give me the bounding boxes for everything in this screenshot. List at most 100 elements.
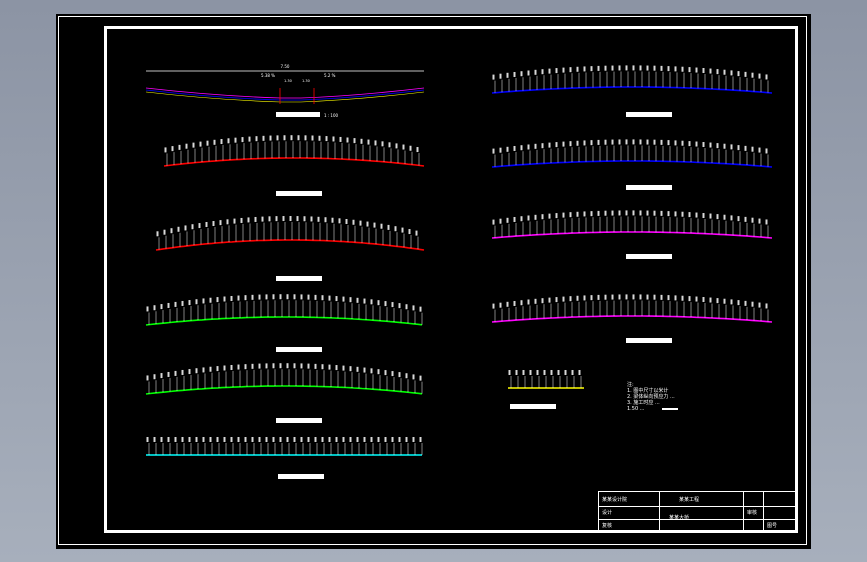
profile-caption-3 xyxy=(276,347,322,352)
profile-tick-label xyxy=(419,306,422,312)
profile-tick-label xyxy=(387,224,390,230)
tb-company: 某某设计院 xyxy=(602,497,628,503)
profile-tick-label xyxy=(660,65,663,71)
profile-tick-label xyxy=(529,370,532,375)
profile-tick-label xyxy=(331,217,334,223)
profile-tick-label xyxy=(185,143,188,149)
notes-block: 注: 1. 图中尺寸以米计 2. 梁体纵向预应力 ... 3. 施工时应 ...… xyxy=(627,382,675,412)
profile-tick-label xyxy=(541,214,544,220)
profile-tick-label xyxy=(571,370,574,375)
profile-tick-label xyxy=(373,222,376,228)
profile-tick-label xyxy=(216,366,219,372)
profile-tick-label xyxy=(681,211,684,217)
profile-tick-label xyxy=(527,144,530,150)
profile-tick-label xyxy=(324,217,327,223)
profile-tick-label xyxy=(527,215,530,221)
profile-tick-label xyxy=(367,139,370,145)
profile-tick-label xyxy=(153,437,156,442)
profile-tick-label xyxy=(269,135,272,141)
profile-tick-label xyxy=(283,135,286,141)
profile-tick-label xyxy=(356,297,359,303)
profile-tick-label xyxy=(325,136,328,142)
profile-tick-label xyxy=(506,146,509,152)
profile-tick-label xyxy=(562,296,565,302)
profile-tick-label xyxy=(209,437,212,442)
profile-tick-label xyxy=(409,145,412,151)
profile-tick-label xyxy=(639,65,642,71)
profile-tick-label xyxy=(751,301,754,307)
profile-tick-label xyxy=(419,437,422,442)
profile-tick-label xyxy=(534,69,537,75)
profile-tick-label xyxy=(667,66,670,72)
profile-tick-label xyxy=(716,143,719,149)
profile-tick-label xyxy=(548,213,551,219)
profile-tick-label xyxy=(342,296,345,302)
profile-tick-label xyxy=(737,145,740,151)
profile-tick-label xyxy=(335,437,338,442)
profile-tick-label xyxy=(625,65,628,71)
profile-tick-label xyxy=(569,141,572,147)
profile-tick-label xyxy=(237,295,240,301)
profile-tick-label xyxy=(709,142,712,148)
profile-tick-label xyxy=(289,216,292,222)
profile-tick-label xyxy=(758,73,761,79)
profile-tick-label xyxy=(632,139,635,145)
profile-tick-label xyxy=(730,144,733,150)
profile-tick-label xyxy=(181,369,184,375)
profile-tick-label xyxy=(160,437,163,442)
profile-tick-label xyxy=(384,437,387,442)
profile-tick-label xyxy=(307,294,310,300)
profile-tick-label xyxy=(195,368,198,374)
profile-tick-label xyxy=(550,370,553,375)
profile-tick-label xyxy=(520,216,523,222)
profile-tick-label xyxy=(751,72,754,78)
profile-tick-label xyxy=(366,221,369,227)
profile-tick-label xyxy=(590,211,593,217)
note-mark xyxy=(662,408,678,410)
profile-tick-label xyxy=(611,65,614,71)
profile-tick-label xyxy=(590,66,593,72)
section-caption-scale: 1 : 100 xyxy=(324,113,339,118)
profile-tick-label xyxy=(499,218,502,224)
profile-tick-label xyxy=(578,370,581,375)
profile-tick-label xyxy=(709,213,712,219)
profile-tick-label xyxy=(653,294,656,300)
profile-tick-label xyxy=(328,364,331,370)
profile-tick-label xyxy=(611,294,614,300)
profile-tick-label xyxy=(317,216,320,222)
profile-tick-label xyxy=(370,299,373,305)
profile-tick-label xyxy=(557,370,560,375)
profile-tick-label xyxy=(416,147,419,153)
profile-tick-label xyxy=(258,294,261,300)
profile-tick-label xyxy=(391,371,394,377)
profile-tick-label xyxy=(160,304,163,310)
profile-caption-7 xyxy=(626,185,672,190)
profile-tick-label xyxy=(247,217,250,223)
profile-tick-label xyxy=(219,220,222,226)
profile-tick-label xyxy=(513,145,516,151)
profile-tick-label xyxy=(227,138,230,144)
profile-line-2 xyxy=(155,239,425,251)
profile-tick-label xyxy=(261,216,264,222)
profile-tick-label xyxy=(254,216,257,222)
profile-tick-label xyxy=(335,296,338,302)
profile-tick-label xyxy=(716,214,719,220)
profile-tick-label xyxy=(321,437,324,442)
profile-tick-label xyxy=(688,141,691,147)
drawing-border xyxy=(104,26,798,533)
profile-tick-label xyxy=(765,303,768,309)
profile-tick-label xyxy=(716,69,719,75)
profile-tick-label xyxy=(646,294,649,300)
profile-tick-label xyxy=(303,216,306,222)
profile-tick-label xyxy=(737,71,740,77)
section-caption-bar xyxy=(276,112,320,117)
profile-tick-label xyxy=(223,365,226,371)
profile-tick-label xyxy=(384,301,387,307)
profile-tick-label xyxy=(583,295,586,301)
profile-tick-label xyxy=(244,295,247,301)
profile-tick-label xyxy=(230,364,233,370)
profile-tick-label xyxy=(506,301,509,307)
profile-caption-2 xyxy=(276,276,322,281)
profile-tick-label xyxy=(492,148,495,154)
